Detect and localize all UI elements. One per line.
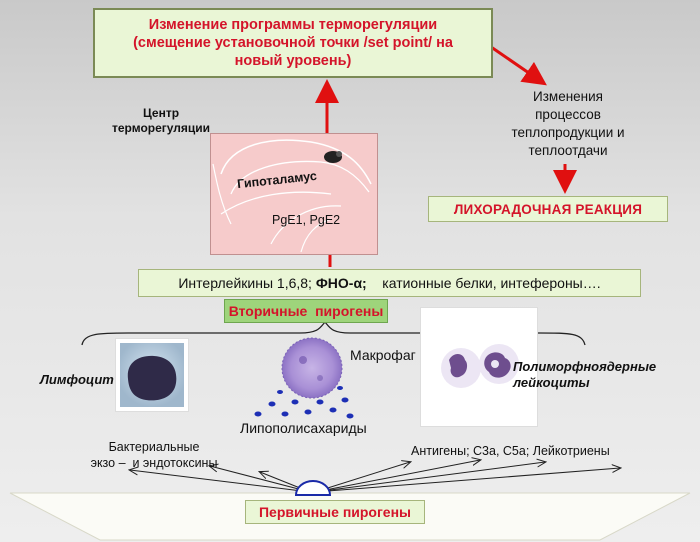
pmn-label: Полиморфноядерные лейкоциты [513, 359, 673, 391]
top-box-line1: Изменение программы терморегуляции [148, 17, 438, 33]
primary-pyrogens-text: Первичные пирогены [258, 504, 412, 520]
changes-line3: теплопродукции и [511, 125, 625, 140]
secondary-pyrogens-box: Вторичные пирогены [224, 299, 388, 323]
top-box-line3: новый уровень) [234, 53, 352, 69]
bacterial-toxins-label: Бактериальные экзо – и эндотоксины [84, 439, 224, 471]
hypothalamus-panel [210, 133, 378, 255]
heat-processes-changes: Изменения процессов теплопродукции и теп… [498, 88, 638, 160]
fever-reaction-text: ЛИХОРАДОЧНАЯ РЕАКЦИЯ [453, 201, 643, 217]
pyrogen-dome [294, 480, 332, 496]
thermo-center-line2: терморегуляции [112, 121, 211, 135]
lymphocyte-label: Лимфоцит [40, 372, 114, 387]
changes-line1: Изменения [533, 89, 603, 104]
macrophage-label: Макрофаг [350, 347, 416, 363]
antigens-label: Антигены; С3а, С5а; Лейкотриены [411, 444, 610, 458]
pge-label: PgE1, PgE2 [272, 213, 341, 227]
interleukins-tnf: ФНО-α; [315, 275, 367, 291]
top-box-line2: (смещение установочной точки /set point/… [133, 35, 453, 51]
pmn-line2: лейкоциты [513, 375, 590, 390]
pmn-cells [441, 344, 519, 388]
fever-reaction-box: ЛИХОРАДОЧНАЯ РЕАКЦИЯ [428, 196, 668, 222]
pmn-line1: Полиморфноядерные [513, 359, 657, 374]
thermo-center-label: Центр терморегуляции [112, 106, 210, 136]
lymphocyte-cell [120, 343, 184, 407]
brain-sketch [212, 139, 372, 253]
bacterial-toxins-line1: Бактериальные [108, 440, 200, 454]
fan-arrows [130, 460, 620, 493]
thermoregulation-change-box: Изменение программы терморегуляции (смещ… [93, 8, 493, 78]
changes-line2: процессов [535, 107, 601, 122]
lps-label: Липополисахариды [240, 420, 367, 436]
interleukins-part3: катионные белки, интефероны…. [366, 275, 601, 291]
changes-line4: теплоотдачи [528, 143, 608, 158]
lymphocyte-image [115, 338, 189, 412]
pmn-leukocytes-image [420, 307, 538, 427]
bacterial-toxins-line2: экзо – и эндотоксины [90, 456, 218, 470]
thermo-center-line1: Центр [143, 106, 180, 120]
secondary-pyrogens-text: Вторичные пирогены [228, 303, 384, 319]
primary-pyrogens-box: Первичные пирогены [245, 500, 425, 524]
interleukins-part1: Интерлейкины 1,6,8; [178, 275, 316, 291]
interleukins-box: Интерлейкины 1,6,8; ФНО-α; катионные бел… [138, 269, 641, 297]
